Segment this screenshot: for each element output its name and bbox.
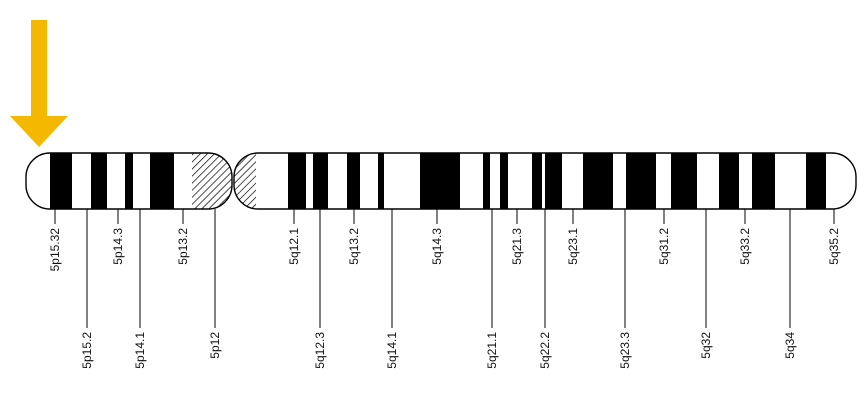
p-arm-band-white [174, 153, 192, 209]
q-arm-band-black [378, 153, 384, 209]
q-arm-band-white [490, 153, 500, 209]
p-arm-band-white [133, 153, 150, 209]
lower-band-label: 5p12 [208, 332, 222, 359]
marker-arrow-icon [10, 20, 68, 147]
lower-band-label: 5q32 [699, 332, 713, 359]
upper-band-label: 5p15.32 [48, 228, 62, 272]
q-arm-band-white [775, 153, 806, 209]
q-arm-band-black [752, 153, 775, 209]
p-arm-band-white [72, 153, 91, 209]
p-arm [26, 153, 232, 209]
q-arm-band-black [288, 153, 306, 209]
lower-band-label: 5q21.1 [485, 332, 499, 369]
q-arm-band-white [256, 153, 288, 209]
q-arm-band-black [671, 153, 697, 209]
q-arm-band-white [460, 153, 483, 209]
p-arm-band-black [91, 153, 107, 209]
q-arm-band-white [739, 153, 752, 209]
band-labels: 5p15.32 5p14.3 5p13.2 5q12.1 5q13.2 5q14.3 5q2… [48, 228, 841, 369]
lower-band-label: 5q34 [783, 332, 797, 359]
p-arm-band-white [107, 153, 125, 209]
lower-band-label: 5q23.3 [618, 332, 632, 369]
p-arm-band-white [26, 153, 50, 209]
q-arm-band-black [806, 153, 826, 209]
upper-band-label: 5p14.3 [111, 228, 125, 265]
p-arm-band-black [125, 153, 133, 209]
p-arm-band-black [150, 153, 174, 209]
q-arm-band-white [306, 153, 313, 209]
q-arm-band-black [583, 153, 613, 209]
q-arm-band-black [545, 153, 562, 209]
q-arm-band-white [360, 153, 378, 209]
arrow-marker [10, 20, 68, 147]
p-arm-band-black [50, 153, 72, 209]
q-arm-band-black [626, 153, 656, 209]
upper-band-label: 5q12.1 [287, 228, 301, 265]
q-arm [234, 153, 856, 209]
upper-band-label: 5q33.2 [738, 228, 752, 265]
q-arm-band-white [542, 153, 545, 209]
upper-band-label: 5q31.2 [657, 228, 671, 265]
lower-band-label: 5p15.2 [80, 332, 94, 369]
q-arm-band-white [613, 153, 626, 209]
q-arm-band-white [562, 153, 583, 209]
upper-band-label: 5p13.2 [176, 228, 190, 265]
q-arm-band-white [508, 153, 532, 209]
q-arm-band-black [420, 153, 460, 209]
label-leader-lines [55, 209, 834, 328]
q-arm-band-black [313, 153, 328, 209]
upper-band-label: 5q13.2 [347, 228, 361, 265]
q-arm-band-black [500, 153, 508, 209]
upper-band-label: 5q35.2 [827, 228, 841, 265]
lower-band-label: 5p14.1 [133, 332, 147, 369]
q-arm-band-white [697, 153, 719, 209]
lower-band-label: 5q22.2 [538, 332, 552, 369]
q-arm-band-hatched [234, 153, 256, 209]
q-arm-band-white [826, 153, 856, 209]
upper-band-label: 5q23.1 [566, 228, 580, 265]
q-arm-band-black [483, 153, 490, 209]
lower-band-label: 5q14.1 [385, 332, 399, 369]
q-arm-band-white [656, 153, 671, 209]
upper-band-label: 5q14.3 [430, 228, 444, 265]
q-arm-band-black [532, 153, 542, 209]
q-arm-band-black [347, 153, 360, 209]
lower-band-label: 5q12.3 [313, 332, 327, 369]
upper-band-label: 5q21.3 [510, 228, 524, 265]
q-arm-band-black [719, 153, 739, 209]
q-arm-band-white [328, 153, 347, 209]
q-arm-band-white [384, 153, 420, 209]
